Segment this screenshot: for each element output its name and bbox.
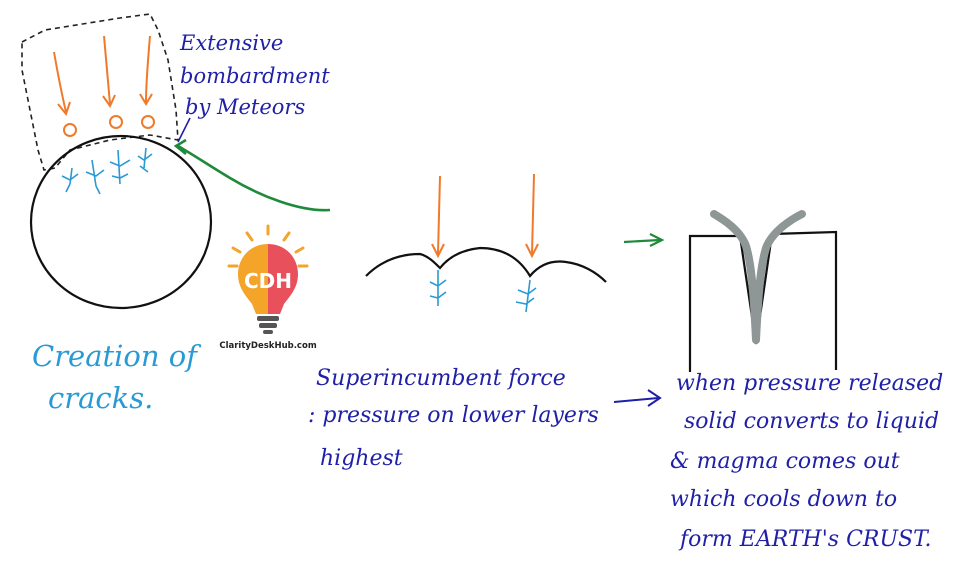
magma-caption: when pressure released solid converts to… bbox=[670, 371, 950, 552]
caption-line: which cools down to bbox=[670, 487, 897, 512]
caption-line: Superincumbent force bbox=[316, 366, 566, 391]
force-arrow bbox=[437, 175, 441, 255]
caption-line: highest bbox=[320, 446, 403, 471]
meteor bbox=[109, 115, 123, 129]
meteor-arrow bbox=[145, 35, 151, 103]
surface-cracks bbox=[61, 147, 153, 195]
crust-block bbox=[688, 230, 838, 372]
caption-line: Creation of bbox=[32, 339, 202, 373]
caption-line: when pressure released bbox=[676, 371, 943, 396]
logo-rays bbox=[227, 224, 309, 268]
force-panel: Superincumbent force : pressure on lower… bbox=[308, 173, 662, 471]
meteor-zone-outline bbox=[21, 13, 179, 171]
to-result-arrow bbox=[613, 389, 662, 407]
crack bbox=[515, 279, 537, 313]
green-transition-arrow bbox=[623, 233, 665, 247]
crust-surface bbox=[365, 246, 607, 283]
caption-line: & magma comes out bbox=[670, 449, 900, 474]
crack bbox=[61, 167, 79, 193]
cracks-caption: Creation of cracks. bbox=[32, 339, 206, 415]
meteor-arrow bbox=[53, 51, 67, 113]
force-arrows bbox=[431, 173, 539, 259]
planet-circle bbox=[29, 134, 213, 310]
magma-plume bbox=[710, 210, 806, 344]
caption-line: : pressure on lower layers bbox=[308, 403, 599, 428]
meteor bbox=[63, 123, 77, 137]
bombardment-annotation: Extensive bombardment by Meteors bbox=[179, 31, 336, 119]
logo-bulb-right bbox=[268, 244, 298, 314]
logo-bulb-base bbox=[257, 316, 279, 321]
caption-line: cracks. bbox=[48, 381, 153, 415]
crack bbox=[137, 147, 153, 173]
crack bbox=[109, 149, 131, 185]
caption-line: form EARTH's CRUST. bbox=[678, 527, 932, 552]
force-caption: Superincumbent force : pressure on lower… bbox=[308, 366, 606, 471]
cdh-logo: CDH ClarityDeskHub.com bbox=[219, 224, 317, 351]
magma-panel: when pressure released solid converts to… bbox=[623, 210, 950, 552]
annotation-line: by Meteors bbox=[185, 95, 305, 119]
annotation-line: Extensive bbox=[179, 31, 283, 55]
logo-acronym: CDH bbox=[244, 269, 292, 293]
annotation-pointer bbox=[177, 117, 191, 143]
meteor-arrow bbox=[103, 35, 111, 105]
subsurface-cracks bbox=[429, 270, 537, 313]
force-arrow bbox=[531, 173, 535, 255]
crack bbox=[429, 270, 447, 306]
annotation-line: bombardment bbox=[180, 64, 330, 88]
caption-line: solid converts to liquid bbox=[684, 409, 939, 434]
logo-bulb-left bbox=[238, 244, 268, 314]
meteor bbox=[141, 115, 155, 129]
bombardment-panel: Extensive bombardment by Meteors Creatio… bbox=[21, 13, 336, 415]
crack bbox=[85, 159, 105, 195]
logo-site: ClarityDeskHub.com bbox=[219, 341, 316, 351]
meteors bbox=[63, 115, 155, 137]
green-pointer-arrow bbox=[173, 138, 331, 212]
meteor-arrows bbox=[53, 35, 153, 117]
